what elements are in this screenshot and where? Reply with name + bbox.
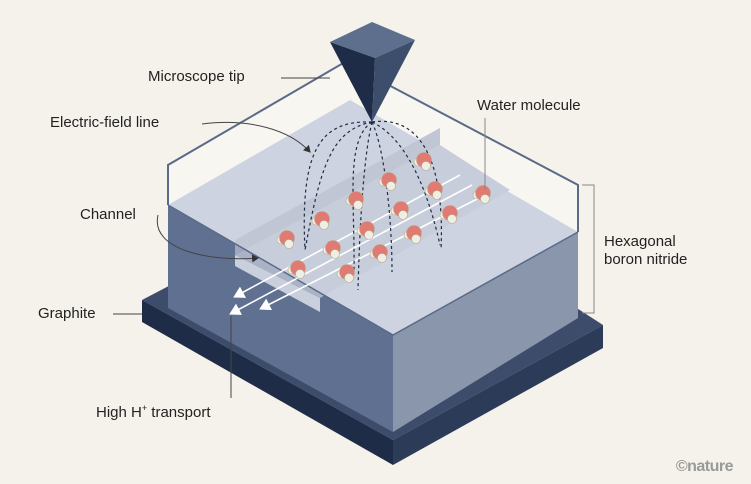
label-high-h-sup: +	[141, 403, 148, 413]
water-molecule	[345, 191, 364, 210]
microscope-tip-shape	[330, 22, 415, 122]
water-molecule	[322, 240, 341, 259]
water-molecule	[378, 172, 397, 191]
label-channel: Channel	[80, 206, 136, 223]
water-molecule	[276, 230, 295, 249]
water-molecule	[336, 264, 355, 283]
water-molecule	[403, 225, 422, 244]
water-molecule	[439, 205, 458, 224]
water-molecule	[356, 221, 375, 240]
nature-logo: ©nature	[675, 458, 734, 475]
label-high-h-suffix: transport	[147, 404, 211, 421]
water-molecule	[311, 211, 330, 230]
water-molecule	[424, 181, 443, 200]
water-molecules	[276, 152, 491, 283]
label-hbn-line2: boron nitride	[604, 251, 688, 268]
label-high-h-transport: High H+ transport	[96, 399, 211, 422]
leader-lines	[113, 77, 595, 398]
label-hbn-line1: Hexagonal	[604, 233, 676, 250]
label-microscope-tip: Microscope tip	[148, 68, 245, 85]
label-water-molecule: Water molecule	[477, 97, 581, 114]
water-molecule	[472, 185, 491, 204]
water-molecule	[413, 152, 432, 171]
label-high-h-prefix: High H	[96, 404, 142, 421]
label-graphite: Graphite	[38, 305, 96, 322]
water-molecule	[390, 201, 409, 220]
label-electric-field-line: Electric-field line	[50, 114, 160, 131]
water-molecule	[287, 260, 306, 279]
water-molecule	[369, 244, 388, 263]
